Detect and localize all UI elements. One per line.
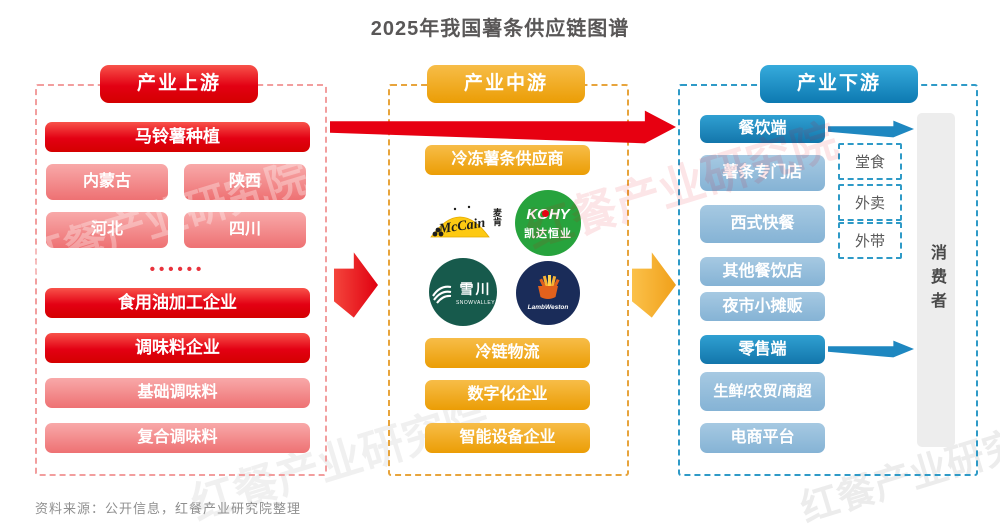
snowvalley-cn-wordmark: 雪川 <box>459 280 492 297</box>
upstream-header: 产业上游 <box>100 65 258 103</box>
lambweston-wordmark: LambWeston <box>527 304 569 311</box>
cold-chain-box: 冷链物流 <box>425 338 590 368</box>
other-restaurants-box: 其他餐饮店 <box>700 257 825 286</box>
midstream-header: 产业中游 <box>427 65 585 103</box>
delivery-box: 外卖 <box>838 184 902 221</box>
mccain-wordmark: McCain <box>437 216 487 238</box>
ellipsis-dots: •••••• <box>149 261 206 278</box>
compound-seasoning-box: 复合调味料 <box>45 423 310 453</box>
snowvalley-logo: 雪川 SNOWVALLEY <box>429 258 497 326</box>
kohy-logo: KOHY 凯达恒业 <box>515 190 581 256</box>
digital-company-box: 数字化企业 <box>425 380 590 410</box>
kohy-red-dot-icon <box>542 210 549 217</box>
region-box: 内蒙古 <box>46 164 168 200</box>
downstream-header: 产业下游 <box>760 65 918 103</box>
page-title: 2025年我国薯条供应链图谱 <box>370 18 630 40</box>
region-box: 陕西 <box>184 164 306 200</box>
midstream-to-downstream-arrow <box>632 252 676 318</box>
lambweston-logo: LambWeston <box>516 261 580 325</box>
dine-in-box: 堂食 <box>838 143 902 180</box>
western-fastfood-box: 西式快餐 <box>700 205 825 243</box>
frozen-fries-supplier-box: 冷冻薯条供应商 <box>425 145 590 175</box>
night-market-box: 夜市小摊贩 <box>700 292 825 321</box>
mccain-cn-label: 麦肯 <box>492 208 502 226</box>
fresh-market-box: 生鲜/农贸/商超 <box>700 372 825 411</box>
potato-planting-box: 马铃薯种植 <box>45 122 310 152</box>
source-note: 资料来源：公开信息，红餐产业研究院整理 <box>35 501 302 516</box>
region-box: 四川 <box>184 212 306 248</box>
ecommerce-box: 电商平台 <box>700 423 825 453</box>
catering-side-box: 餐饮端 <box>700 115 825 143</box>
kohy-cn-label: 凯达恒业 <box>524 227 572 240</box>
mccain-dome-icon: McCain <box>430 205 490 238</box>
upstream-to-midstream-arrow <box>334 252 378 318</box>
region-box: 河北 <box>46 212 168 248</box>
seasoning-company-box: 调味料企业 <box>45 333 310 363</box>
takeaway-box: 外带 <box>838 222 902 259</box>
smart-equipment-box: 智能设备企业 <box>425 423 590 453</box>
basic-seasoning-box: 基础调味料 <box>45 378 310 408</box>
consumer-bar: 消费者 <box>917 113 955 447</box>
fries-cup-icon <box>538 275 560 299</box>
mccain-logo: McCain 麦肯 <box>428 196 504 246</box>
edible-oil-box: 食用油加工企业 <box>45 288 310 318</box>
snowvalley-swoosh-icon <box>432 285 452 304</box>
fries-store-box: 薯条专门店 <box>700 155 825 191</box>
midstream-column <box>388 84 629 476</box>
snowvalley-en-label: SNOWVALLEY <box>455 299 496 306</box>
retail-side-box: 零售端 <box>700 335 825 364</box>
